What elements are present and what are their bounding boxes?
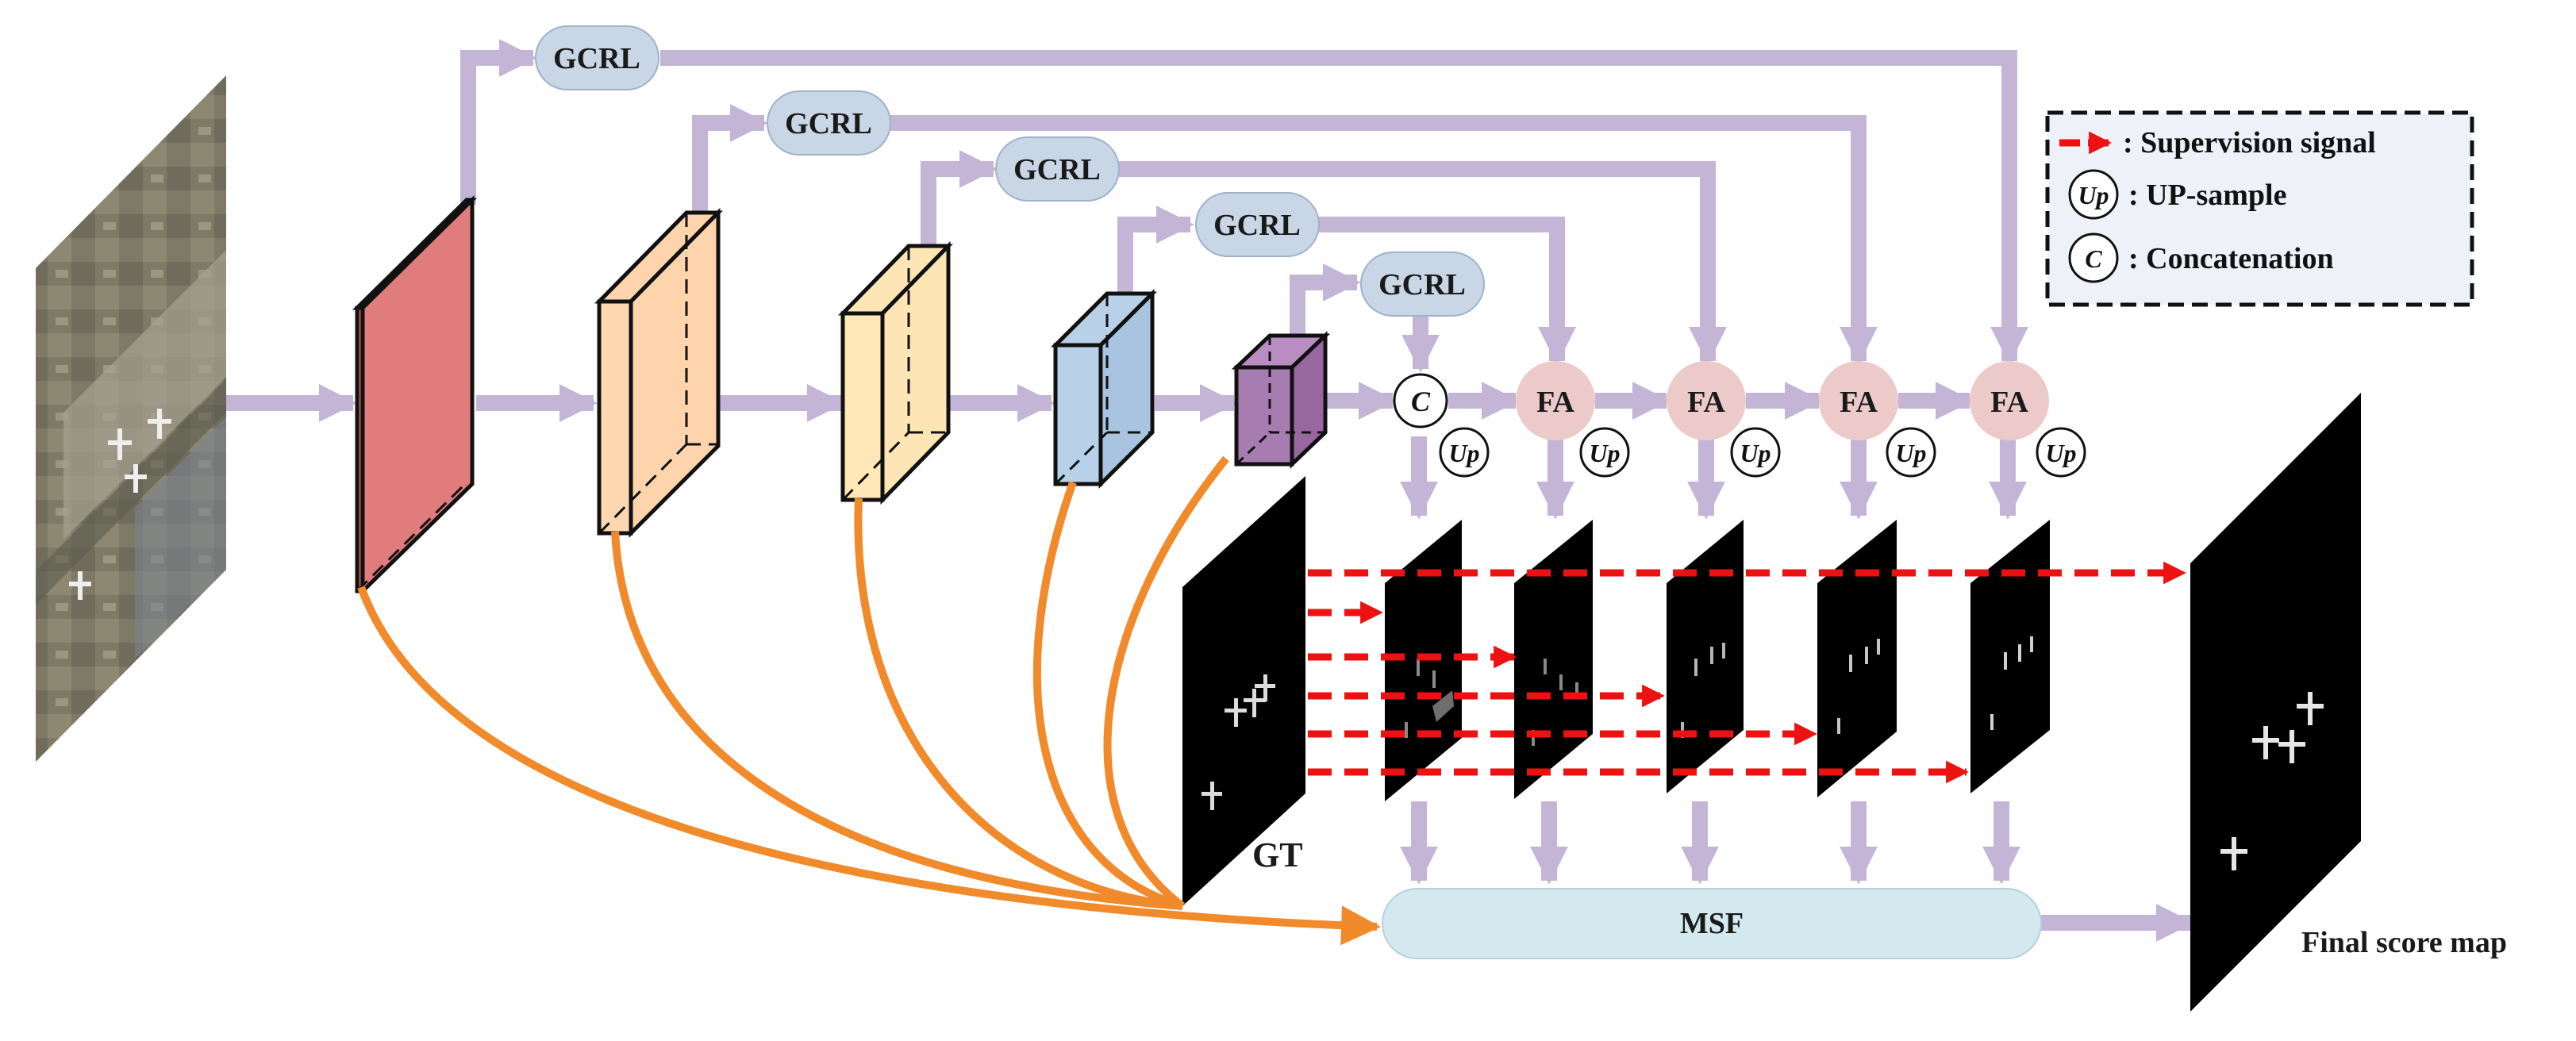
flow-block4-to-gcrl4	[1117, 205, 1194, 295]
concat-symbol: C	[1411, 386, 1431, 417]
gcrl-label: GCRL	[785, 107, 872, 140]
flow-gcrl2-to-fa3	[890, 115, 1878, 365]
legend-upsample-symbol: Up	[2078, 181, 2109, 209]
gcrl-label: GCRL	[1378, 268, 1466, 302]
legend-item-upsample: Up : UP-sample	[2068, 169, 2286, 220]
gcrl-module-2: GCRL	[767, 90, 891, 156]
skip-curve-block1	[357, 586, 1381, 946]
encoder-block-3	[838, 240, 953, 505]
gcrl-label: GCRL	[553, 42, 640, 75]
gt-label: GT	[1252, 835, 1303, 874]
gcrl-module-4: GCRL	[1195, 192, 1320, 257]
fa-node-3: FA	[1819, 361, 1898, 440]
upsample-symbol: Up	[1895, 439, 1926, 467]
upsample-marker-1: Up	[1439, 427, 1490, 478]
upsample-marker-3: Up	[1730, 427, 1781, 478]
upsample-symbol: Up	[2045, 439, 2076, 467]
flow-block1-to-gcrl1	[460, 38, 537, 205]
skip-curve-block3	[854, 497, 1183, 910]
msf-label: MSF	[1680, 907, 1744, 940]
fa-node-1: FA	[1516, 361, 1595, 440]
flow-gcrl1-to-fa4	[660, 50, 2029, 365]
encoder-block-4	[1050, 288, 1158, 490]
upsample-symbol: Up	[1740, 439, 1771, 467]
upsample-symbol: Up	[1448, 439, 1479, 467]
fa-label: FA	[1990, 386, 2028, 419]
flow-arrows	[226, 38, 2194, 943]
legend: : Supervision signal Up : UP-sample C : …	[2045, 110, 2474, 307]
fa-node-4: FA	[1970, 361, 2049, 440]
flow-block3-to-gcrl3	[921, 149, 998, 248]
skip-curve-block2	[611, 531, 1183, 910]
upsample-marker-4: Up	[1886, 427, 1936, 478]
fa-label: FA	[1840, 386, 1878, 419]
upsample-marker-2: Up	[1579, 427, 1630, 478]
legend-concat-symbol: C	[2085, 244, 2102, 273]
gcrl-label: GCRL	[1213, 209, 1301, 242]
gcrl-label: GCRL	[1013, 153, 1101, 186]
flow-gcrl4-to-fa1	[1319, 217, 1577, 365]
concat-node: C	[1393, 373, 1448, 428]
flow-block2-to-gcrl2	[692, 103, 768, 213]
airplane-icons	[69, 409, 171, 600]
gcrl-module-1: GCRL	[535, 25, 659, 90]
flow-block5-to-gcrl5	[1290, 263, 1361, 337]
prediction-map-5	[1970, 520, 2050, 793]
prediction-map-2	[1514, 520, 1593, 799]
skip-curves	[357, 455, 1381, 946]
final-score-map: Final score map	[2190, 393, 2507, 1012]
msf-module: MSF	[1382, 888, 2042, 959]
prediction-map-3	[1667, 520, 1744, 793]
fa-label: FA	[1536, 386, 1574, 419]
legend-supervision-text: : Supervision signal	[2123, 126, 2376, 159]
fa-node-2: FA	[1667, 361, 1746, 440]
upsample-symbol: Up	[1589, 439, 1620, 467]
legend-item-supervision: : Supervision signal	[2059, 126, 2376, 159]
encoder-block-5	[1231, 331, 1331, 469]
upsample-marker-5: Up	[2036, 427, 2086, 478]
gcrl-module-5: GCRL	[1360, 252, 1485, 317]
final-score-map-label: Final score map	[2301, 926, 2507, 959]
gcrl-module-3: GCRL	[995, 136, 1120, 202]
legend-item-concatenation: C : Concatenation	[2068, 232, 2334, 283]
flow-gcrl3-to-fa2	[1119, 161, 1728, 365]
legend-concatenation-text: : Concatenation	[2128, 242, 2334, 275]
encoder-block-2	[594, 207, 723, 539]
input-image	[36, 75, 226, 762]
prediction-map-4	[1817, 520, 1897, 797]
encoder-block-1	[352, 195, 478, 596]
fa-label: FA	[1687, 386, 1725, 419]
skip-curve-block4	[1032, 481, 1184, 910]
skip-curve-block5	[1103, 455, 1229, 909]
legend-upsample-text: : UP-sample	[2128, 179, 2286, 212]
supervision-signals	[1308, 561, 2186, 784]
ground-truth-map: GT	[1182, 476, 1305, 906]
